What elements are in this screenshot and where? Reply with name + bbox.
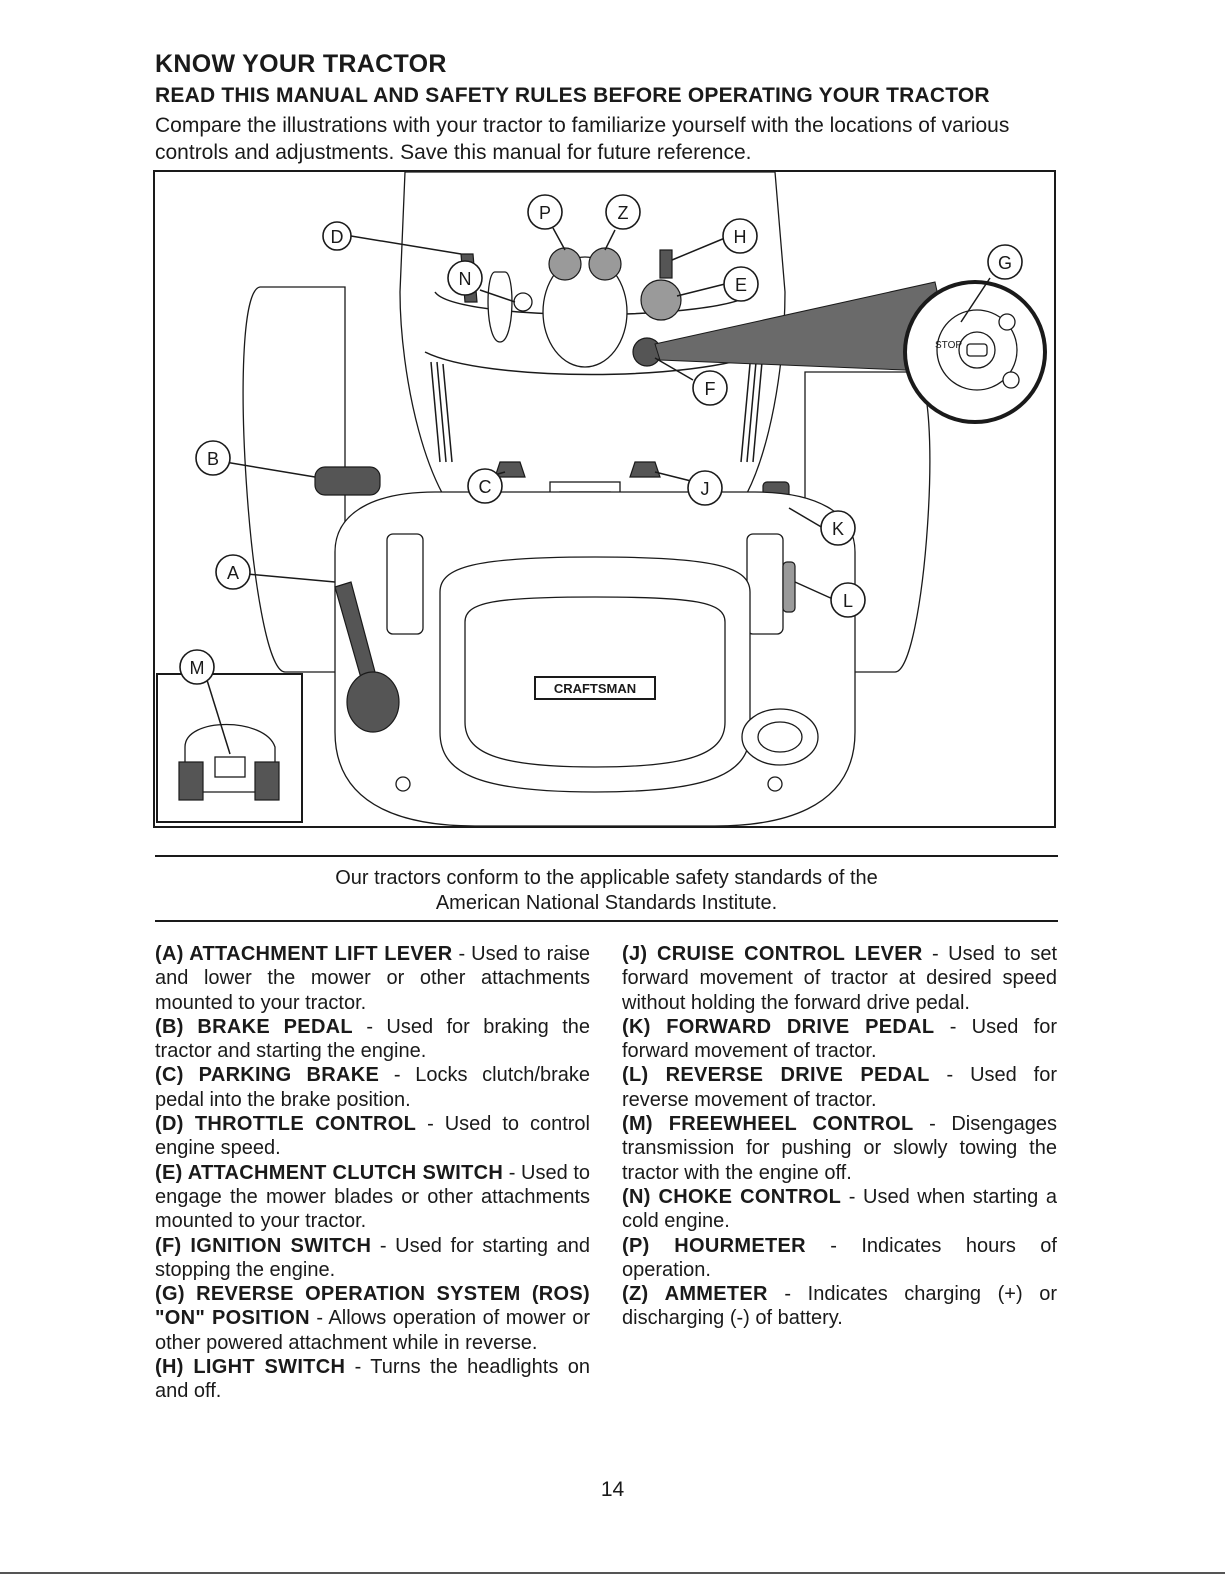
callout-k: K — [820, 510, 856, 546]
callout-c: C — [467, 468, 503, 504]
control-entry-d: (D) THROTTLE CONTROL - Used to control e… — [155, 1113, 590, 1160]
callout-p: P — [527, 194, 563, 230]
reverse-drive-pedal — [782, 561, 796, 613]
svg-text:P: P — [539, 203, 551, 223]
dash-center-oval — [542, 256, 628, 368]
callout-z: Z — [605, 194, 641, 230]
left-armrest — [386, 533, 424, 635]
svg-text:H: H — [734, 227, 747, 247]
callout-f: F — [692, 370, 728, 406]
svg-text:N: N — [459, 269, 472, 289]
brand-badge — [534, 676, 656, 700]
safety-subtitle: READ THIS MANUAL AND SAFETY RULES BEFORE… — [155, 84, 990, 107]
svg-text:C: C — [479, 477, 492, 497]
choke-knob — [513, 292, 533, 312]
callout-h: H — [722, 218, 758, 254]
callout-m: M — [179, 649, 215, 685]
grille-left — [430, 361, 453, 463]
callout-g: G — [987, 244, 1023, 280]
control-entry-b: (B) BRAKE PEDAL - Used for braking the t… — [155, 1015, 590, 1063]
page-number: 14 — [600, 1478, 625, 1501]
callout-n: N — [447, 260, 483, 296]
ammeter-gauge — [588, 247, 622, 281]
lift-lever-knob — [346, 671, 400, 733]
svg-text:E: E — [735, 275, 747, 295]
controls-list-left: (A) ATTACHMENT LIFT LEVER - Used to rais… — [155, 942, 590, 1404]
svg-text:G: G — [998, 253, 1012, 273]
control-entry-m: (M) FREEWHEEL CONTROL - Disengages trans… — [622, 1113, 1057, 1184]
brand-badge-text: CRAFTSMAN — [554, 681, 636, 696]
control-entry-c: (C) PARKING BRAKE - Locks clutch/brake p… — [155, 1064, 590, 1111]
attachment-clutch-knob — [640, 279, 682, 321]
control-entry-j: (J) CRUISE CONTROL LEVER - Used to set f… — [622, 943, 1057, 1014]
control-entry-f: (F) IGNITION SWITCH - Used for starting … — [155, 1234, 590, 1281]
control-entry-h: (H) LIGHT SWITCH - Turns the headlights … — [155, 1356, 590, 1403]
tractor-diagram: STOP CRAFTSMAN — [156, 172, 1047, 826]
page-bottom-border — [0, 1572, 1225, 1574]
divider-bottom — [155, 920, 1058, 922]
svg-text:B: B — [207, 449, 219, 469]
svg-text:L: L — [843, 591, 853, 611]
callout-e: E — [723, 266, 759, 302]
control-entry-z: (Z) AMMETER - Indicates charging (+) or … — [622, 1283, 1057, 1330]
svg-text:Z: Z — [618, 203, 629, 223]
page-title: KNOW YOUR TRACTOR — [155, 50, 447, 78]
freewheel-right-tire — [254, 761, 280, 801]
control-entry-l: (L) REVERSE DRIVE PEDAL - Used for rever… — [622, 1064, 1058, 1111]
cruise-control-knob — [629, 461, 661, 478]
callout-l: L — [830, 582, 866, 618]
svg-text:M: M — [190, 658, 205, 678]
parking-brake-knob — [494, 461, 526, 478]
svg-text:A: A — [227, 563, 239, 583]
control-entry-a: (A) ATTACHMENT LIFT LEVER - Used to rais… — [155, 943, 590, 1014]
freewheel-left-tire — [178, 761, 204, 801]
control-entry-n: (N) CHOKE CONTROL - Used when starting a… — [622, 1185, 1057, 1233]
intro-paragraph: Compare the illustrations with your trac… — [155, 114, 1010, 164]
svg-text:F: F — [705, 379, 716, 399]
control-entry-g: (G) REVERSE OPERATION SYSTEM (ROS) "ON" … — [155, 1283, 591, 1354]
conformance-line-1: Our tractors conform to the applicable s… — [335, 867, 878, 889]
callout-a: A — [215, 554, 251, 590]
svg-text:K: K — [832, 519, 844, 539]
svg-text:J: J — [701, 479, 710, 499]
light-switch — [659, 249, 673, 279]
ignition-switch — [632, 337, 662, 367]
callout-j: J — [687, 470, 723, 506]
grille-right — [740, 361, 763, 463]
callout-b: B — [195, 440, 231, 476]
svg-text:D: D — [331, 227, 344, 247]
conformance-line-2: American National Standards Institute. — [435, 892, 778, 914]
control-entry-k: (K) FORWARD DRIVE PEDAL - Used for forwa… — [622, 1015, 1058, 1063]
divider-top — [155, 855, 1058, 857]
controls-list-right: (J) CRUISE CONTROL LEVER - Used to set f… — [622, 942, 1057, 1331]
control-entry-e: (E) ATTACHMENT CLUTCH SWITCH - Used to e… — [155, 1161, 590, 1233]
brake-pedal — [314, 466, 381, 496]
tractor-illustration: STOP CRAFTSMAN — [153, 170, 1056, 828]
svg-text:STOP: STOP — [935, 340, 962, 351]
hourmeter-gauge — [548, 247, 582, 281]
control-entry-p: (P) HOURMETER - Indicates hours of opera… — [622, 1234, 1057, 1281]
right-armrest — [746, 533, 784, 635]
conformance-note: Our tractors conform to the applicable s… — [155, 866, 1058, 916]
callout-d: D — [322, 221, 352, 251]
